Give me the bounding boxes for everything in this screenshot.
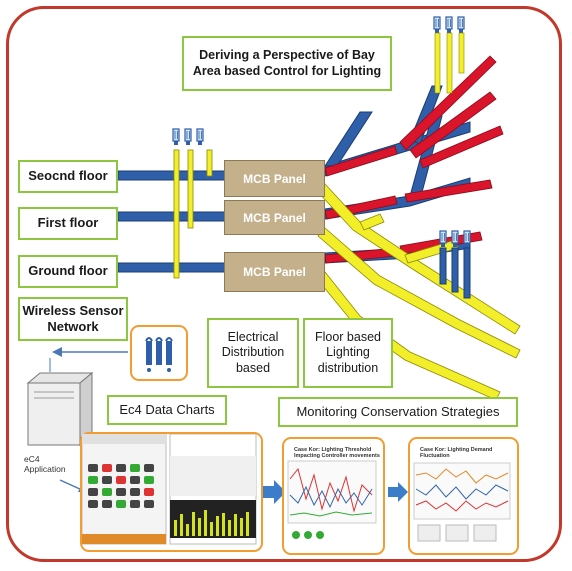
blue-branch-pipes [324,85,471,264]
monitoring-chart-2-plot [413,462,511,542]
monitoring-chart-2-title: Case Kor: Lighting Demand Fluctuation [420,447,493,460]
lamp-cluster-top-right [434,17,465,94]
mcb-panel-ground: MCB Panel [224,252,325,292]
lamp-cluster-top-left [173,129,203,145]
floor-label-first: First floor [18,207,118,240]
mcb-panel-second: MCB Panel [224,160,325,197]
ec4-app-screenshot [80,432,263,552]
ec4-data-charts-label: Ec4 Data Charts [107,395,227,425]
blue-floor-pipes [117,170,227,273]
electrical-distribution-label: Electrical Distribution based [207,318,299,388]
lamp-drops-left [173,149,213,279]
server-tower-icon [26,371,94,447]
monitoring-strategies-label: Monitoring Conservation Strategies [278,397,518,427]
lamp-cluster-right [440,231,470,247]
red-pipes [324,55,504,264]
arrows [49,347,408,504]
monitoring-chart-1: Case Kor: Lighting Threshold Impacting C… [282,437,385,555]
sensor-icon [145,337,173,372]
blue-right-stubs [439,247,471,299]
floor-label-second: Seocnd floor [18,160,118,193]
mcb-panel-first: MCB Panel [224,200,325,235]
monitoring-chart-1-title: Case Kor: Lighting Threshold Impacting C… [294,447,380,460]
ec4-application-label: eC4 Application [24,454,66,474]
floor-lighting-label: Floor based Lighting distribution [303,318,393,388]
diagram-title: Deriving a Perspective of Bay Area based… [182,36,392,91]
sensor-icon-box [130,325,188,381]
wireless-sensor-network-label: Wireless Sensor Network [18,297,128,341]
monitoring-chart-2: Case Kor: Lighting Demand Fluctuation [408,437,519,555]
floor-label-ground: Ground floor [18,255,118,288]
monitoring-chart-1-plot [287,460,377,539]
ec4-dashboard-thumbnail [82,434,257,545]
